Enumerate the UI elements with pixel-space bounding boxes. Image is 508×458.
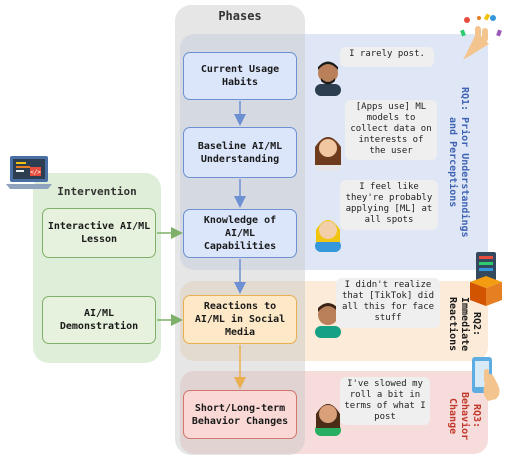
phase-knowledge-capabilities: Knowledge of AI/ML Capabilities [183,209,297,258]
participant-avatar-icon [315,61,341,96]
quote-apps-use-ml: [Apps use] ML models to collect data on … [345,100,437,160]
svg-text:</>: </> [30,169,41,176]
participant-avatar-icon [315,220,341,252]
phase-current-usage-habits: Current Usage Habits [183,52,297,100]
quote-slowed-roll: I've slowed my roll a bit in terms of wh… [340,377,430,425]
rq2-label: RQ2: Immediate Reactions [447,296,482,352]
party-popper-hand-icon [460,13,502,60]
phase-behavior-changes: Short/Long-term Behavior Changes [183,390,297,439]
rq3-label: RQ3: Behavior Change [447,391,482,441]
quote-tiktok-face: I didn't realize that [TikTok] did all t… [336,278,440,328]
participant-avatar-icon [315,303,341,338]
intervention-demonstration: AI/ML Demonstration [42,296,156,344]
quote-applying-ml: I feel like they're probably applying [M… [340,180,438,230]
rq1-label: RQ1: Prior Understandings and Perception… [447,86,470,238]
phases-title: Phases [218,9,262,23]
participant-avatar-icon [315,404,341,436]
intervention-lesson: Interactive AI/ML Lesson [42,208,156,258]
phone-tap-icon [472,357,500,401]
quote-rarely-post: I rarely post. [340,47,434,67]
laptop-code-icon: </> [6,156,52,189]
intervention-title: Intervention [57,185,137,198]
phase-baseline-understanding: Baseline AI/ML Understanding [183,127,297,178]
phase-reactions-social-media: Reactions to AI/ML in Social Media [183,295,297,344]
server-box-icon [470,252,502,306]
participant-avatar-icon [315,137,341,171]
